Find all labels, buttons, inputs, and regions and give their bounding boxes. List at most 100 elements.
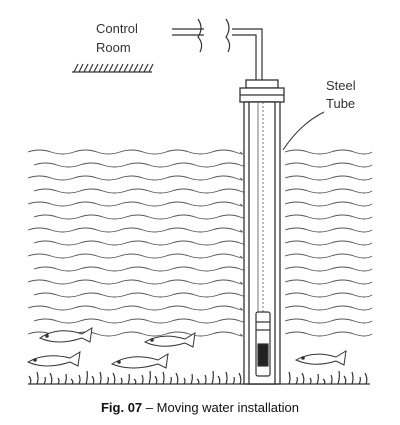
weed <box>70 378 74 385</box>
hatch-mark <box>138 63 144 73</box>
steel-tube-leader <box>282 111 325 151</box>
weed <box>358 376 361 385</box>
hatch-mark <box>128 63 134 73</box>
water-wave <box>284 188 373 194</box>
hatch-mark <box>103 63 109 73</box>
weed <box>322 378 326 385</box>
weed <box>91 375 95 385</box>
weed <box>28 375 32 385</box>
ground-hatch <box>72 63 154 73</box>
weed <box>337 370 340 385</box>
water-wave <box>33 292 247 298</box>
weed <box>232 376 235 385</box>
weed <box>196 378 200 385</box>
weed <box>301 372 305 385</box>
weed <box>85 370 88 385</box>
hatch-mark <box>78 63 84 73</box>
weed <box>120 377 123 385</box>
drop-cable <box>257 102 264 312</box>
figure-number: Fig. 07 <box>100 400 143 415</box>
fish <box>26 351 81 367</box>
control-room-label-line1: Control <box>96 21 138 36</box>
water-wave <box>27 149 243 155</box>
water-wave <box>284 175 373 181</box>
water-wave <box>284 253 373 259</box>
water-wave <box>284 240 373 246</box>
water-wave <box>284 214 373 220</box>
weed <box>217 375 221 385</box>
fish <box>294 350 347 366</box>
weed <box>190 373 193 385</box>
water-wave <box>27 175 243 181</box>
weed <box>175 372 179 385</box>
control-cable <box>172 18 263 80</box>
weed <box>343 375 347 385</box>
fish <box>143 332 196 348</box>
river-bed <box>28 370 370 385</box>
hatch-mark <box>113 63 119 73</box>
weed <box>295 376 298 385</box>
fish <box>110 353 169 369</box>
weed <box>78 374 81 385</box>
hatch-mark <box>83 63 89 73</box>
submersible-pump <box>255 311 271 377</box>
water-wave <box>33 266 247 272</box>
water-wave <box>27 227 243 233</box>
weed <box>183 377 186 385</box>
weed <box>288 371 291 385</box>
water-wave <box>27 305 243 311</box>
weed <box>211 370 214 385</box>
water-wave <box>284 227 373 233</box>
weed <box>238 372 242 385</box>
hatch-mark <box>88 63 94 73</box>
weed <box>127 373 130 385</box>
steel-tube-label-line1: Steel <box>326 78 356 93</box>
water-wave <box>284 149 373 155</box>
water-wave <box>27 201 243 207</box>
steel-tube-label-line2: Tube <box>326 96 355 111</box>
hatch-mark <box>143 63 149 73</box>
water-wave <box>284 292 373 298</box>
water-wave <box>33 188 247 194</box>
water-wave <box>284 162 373 168</box>
fish-group <box>26 327 347 369</box>
water-wave <box>284 305 373 311</box>
caption-separator: – <box>142 400 157 415</box>
water-wave <box>33 240 247 246</box>
hatch-mark <box>108 63 114 73</box>
fish <box>38 327 93 343</box>
weed <box>64 373 67 385</box>
weed <box>154 375 158 385</box>
control-room-label-line2: Room <box>96 40 131 55</box>
weed <box>225 371 228 385</box>
weed <box>148 370 151 385</box>
weed <box>351 371 354 385</box>
weed <box>57 377 60 385</box>
weed <box>162 371 165 385</box>
water-wave <box>284 279 373 285</box>
water-wave <box>284 318 373 324</box>
water-wave <box>284 331 373 337</box>
weed <box>133 378 137 385</box>
weed <box>330 374 333 385</box>
water-wave <box>33 214 247 220</box>
figure-caption: Fig. 07 – Moving water installation <box>0 400 400 415</box>
weed <box>141 374 144 385</box>
water-wave <box>284 201 373 207</box>
water-wave <box>284 266 373 272</box>
weed <box>112 372 116 385</box>
hatch-mark <box>98 63 104 73</box>
weed <box>99 371 102 385</box>
hatch-mark <box>123 63 129 73</box>
hatch-mark <box>133 63 139 73</box>
water-waves <box>27 149 373 337</box>
weed <box>316 373 319 385</box>
caption-text: Moving water installation <box>156 400 299 415</box>
hatch-mark <box>73 63 79 73</box>
water-wave <box>33 162 247 168</box>
hatch-mark <box>93 63 99 73</box>
weed <box>204 374 207 385</box>
weed <box>364 372 368 385</box>
water-wave <box>27 279 243 285</box>
